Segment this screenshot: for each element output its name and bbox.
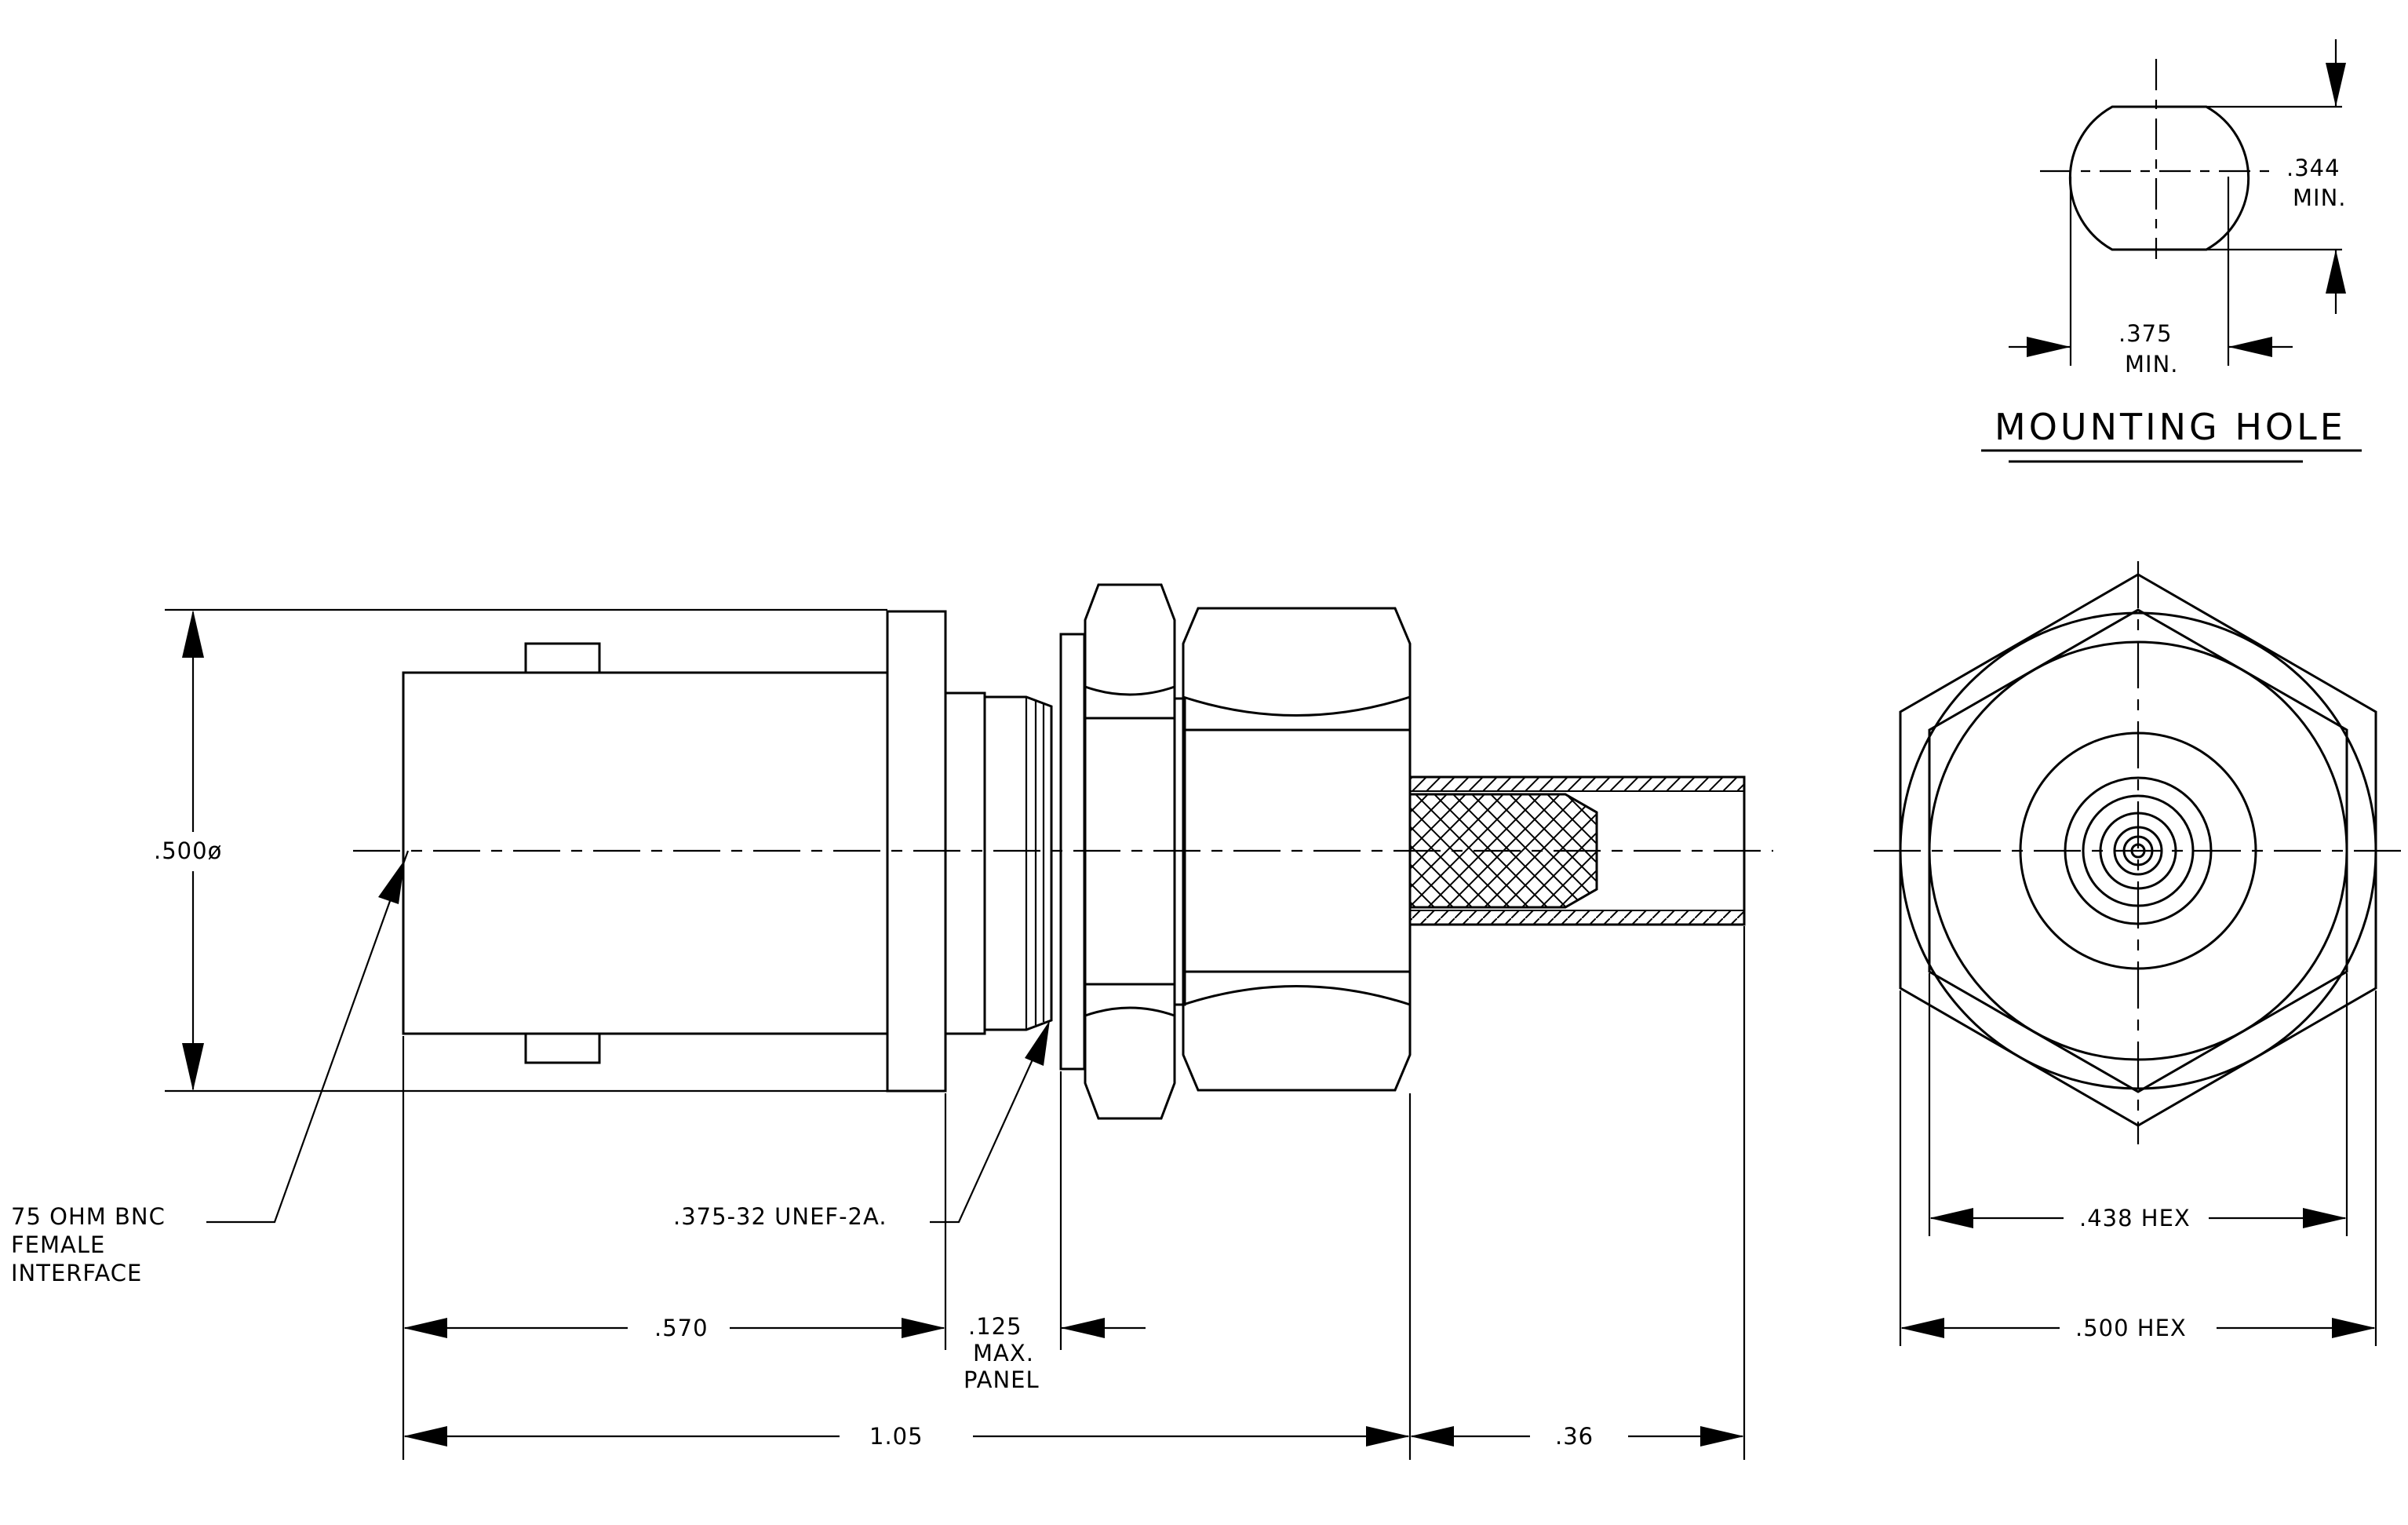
inner-circle: [1928, 640, 2348, 1061]
hex-438: .438 HEX: [2079, 1205, 2191, 1231]
interface-label-1: 75 OHM BNC: [11, 1203, 166, 1230]
knurl-area: [1408, 793, 1598, 909]
dim-344: .344: [2286, 155, 2341, 181]
dim-diameter: .500ø: [154, 837, 222, 864]
mounting-hole-shape: [2068, 105, 2250, 251]
interface-label-3: INTERFACE: [11, 1260, 142, 1286]
dim-105: 1.05: [869, 1423, 923, 1450]
hex-500: .500 HEX: [2075, 1315, 2187, 1341]
crimp-hex: [1182, 607, 1412, 1092]
bayonet-stud-bottom: [524, 1032, 601, 1064]
side-view: .500ø 75 OHM BNC FEMALE INTERFACE .375-3…: [11, 583, 1773, 1460]
outer-circle: [1899, 611, 2377, 1090]
panel-nut: [1084, 583, 1176, 1120]
dim-344-min: MIN.: [2293, 184, 2347, 211]
mounting-hole-view: .344 MIN. .375 MIN. MOUNTING HOLE: [1981, 39, 2362, 463]
dim-375-min: MIN.: [2125, 351, 2179, 378]
dim-125: .125: [968, 1313, 1022, 1340]
interface-label-2: FEMALE: [11, 1231, 105, 1258]
bayonet-stud-top: [524, 642, 601, 674]
bnc-body: [402, 671, 889, 1035]
dielectric-circle: [2019, 731, 2257, 970]
dim-375: .375: [2118, 320, 2173, 347]
neck: [944, 691, 986, 1035]
dim-570: .570: [654, 1315, 709, 1341]
mounting-hole-title: MOUNTING HOLE: [1995, 406, 2346, 448]
thread-label: .375-32 UNEF-2A.: [673, 1203, 887, 1230]
inner-hex: [1928, 608, 2348, 1093]
dim-125-max: MAX.: [973, 1340, 1034, 1366]
end-view: .438 HEX .500 HEX: [1874, 561, 2401, 1346]
thread-section: [985, 695, 1053, 1031]
dim-125-panel: PANEL: [964, 1366, 1040, 1393]
outer-hex: [1899, 573, 2377, 1127]
dim-36: .36: [1555, 1423, 1594, 1450]
